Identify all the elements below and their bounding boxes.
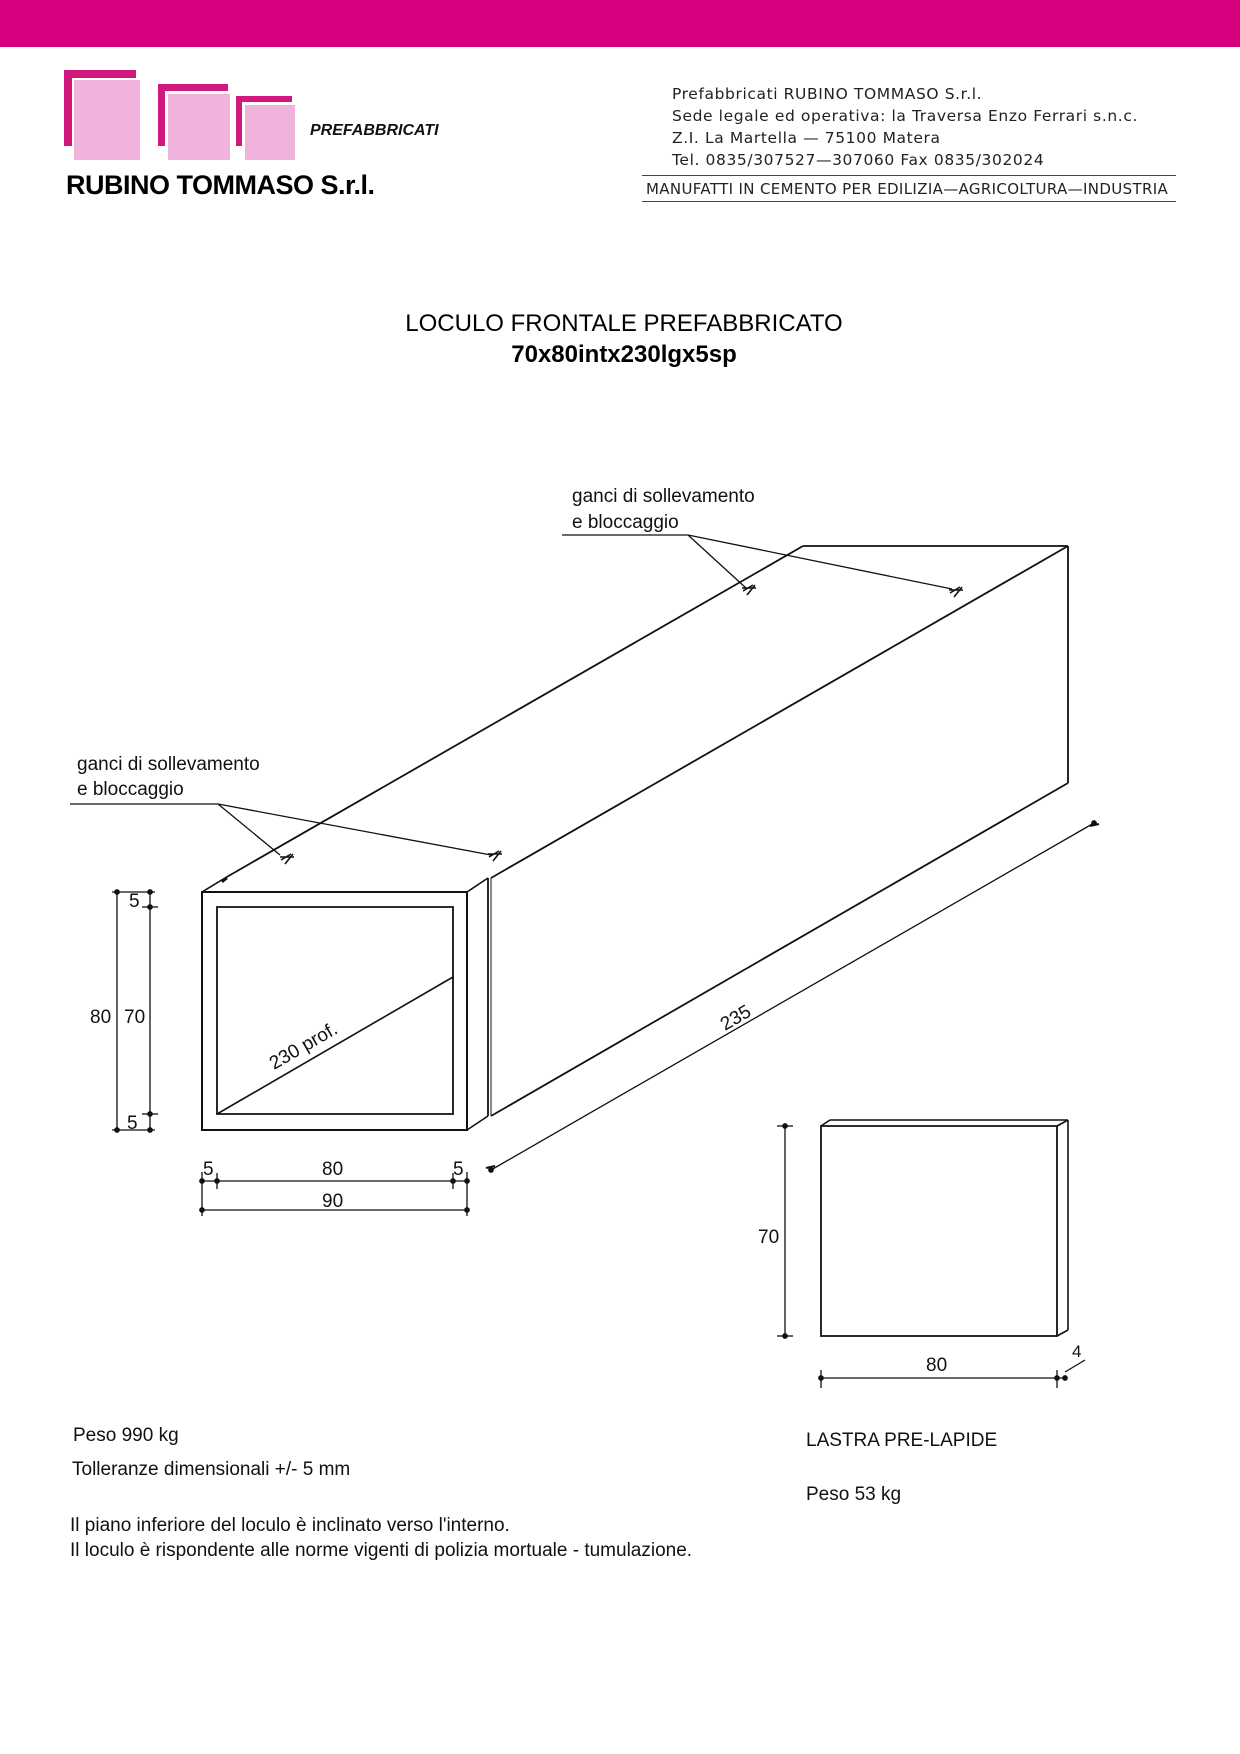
title-line-2: 70x80intx230lgx5sp bbox=[511, 341, 737, 368]
callout-top-line2: e bloccaggio bbox=[572, 512, 679, 533]
slab-thickness-label: 4 bbox=[1072, 1342, 1081, 1361]
dim-right-wall: 5 bbox=[453, 1159, 464, 1180]
dim-left bbox=[112, 889, 158, 1133]
title-line-1: LOCULO FRONTALE PREFABBRICATO bbox=[405, 310, 843, 337]
dim-top-wall: 5 bbox=[129, 891, 140, 912]
slab-height-label: 70 bbox=[758, 1227, 779, 1248]
tagline: MANUFATTI IN CEMENTO PER EDILIZIA—AGRICO… bbox=[646, 180, 1169, 198]
callout-leaders bbox=[70, 534, 953, 856]
dim-outer-height: 80 bbox=[90, 1007, 111, 1028]
company-info: Prefabbricati RUBINO TOMMASO S.r.l. Sede… bbox=[672, 83, 1138, 171]
document-title: LOCULO FRONTALE PREFABBRICATO 70x80intx2… bbox=[0, 308, 1240, 370]
info-line: Prefabbricati RUBINO TOMMASO S.r.l. bbox=[672, 85, 983, 103]
dim-left-wall: 5 bbox=[203, 1159, 214, 1180]
slab-width-label: 80 bbox=[926, 1355, 947, 1376]
dim-depth-label: 230 prof. bbox=[266, 1019, 341, 1075]
slab-title: LASTRA PRE-LAPIDE bbox=[806, 1430, 998, 1451]
slab-weight: Peso 53 kg bbox=[806, 1484, 902, 1505]
note-weight: Peso 990 kg bbox=[73, 1425, 179, 1446]
info-line: Sede legale ed operativa: la Traversa En… bbox=[672, 107, 1138, 125]
dim-length-label: 235 bbox=[717, 1001, 755, 1035]
tagline-rule-top bbox=[642, 175, 1176, 176]
callout-left-line1: ganci di sollevamento bbox=[77, 754, 260, 775]
callout-left-line2: e bloccaggio bbox=[77, 779, 184, 800]
note-desc-2: Il loculo è rispondente alle norme vigen… bbox=[70, 1540, 693, 1561]
dim-length bbox=[485, 820, 1100, 1173]
info-line: Tel. 0835/307527—307060 Fax 0835/302024 bbox=[672, 151, 1045, 169]
company-logo bbox=[64, 70, 295, 160]
dim-bottom-wall: 5 bbox=[127, 1113, 138, 1134]
loculo-box bbox=[201, 545, 1069, 1131]
dim-outer-width: 90 bbox=[322, 1191, 343, 1212]
callout-top-line1: ganci di sollevamento bbox=[572, 486, 755, 507]
info-line: Z.I. La Martella — 75100 Matera bbox=[672, 129, 941, 147]
note-tolerance: Tolleranze dimensionali +/- 5 mm bbox=[72, 1459, 351, 1480]
note-desc-1: Il piano inferiore del loculo è inclinat… bbox=[70, 1515, 510, 1536]
hook-marks bbox=[280, 584, 963, 865]
tagline-rule-bottom bbox=[642, 201, 1176, 202]
dim-inner-height: 70 bbox=[124, 1007, 145, 1028]
header-accent-bar bbox=[0, 0, 1240, 47]
company-name: RUBINO TOMMASO S.r.l. bbox=[66, 170, 375, 200]
slab-dims bbox=[777, 1123, 1086, 1388]
slab-drawing bbox=[820, 1119, 1069, 1337]
dim-inner-width: 80 bbox=[322, 1159, 343, 1180]
logo-wordmark: PREFABBRICATI bbox=[310, 122, 439, 139]
dim-bottom bbox=[199, 1172, 470, 1216]
